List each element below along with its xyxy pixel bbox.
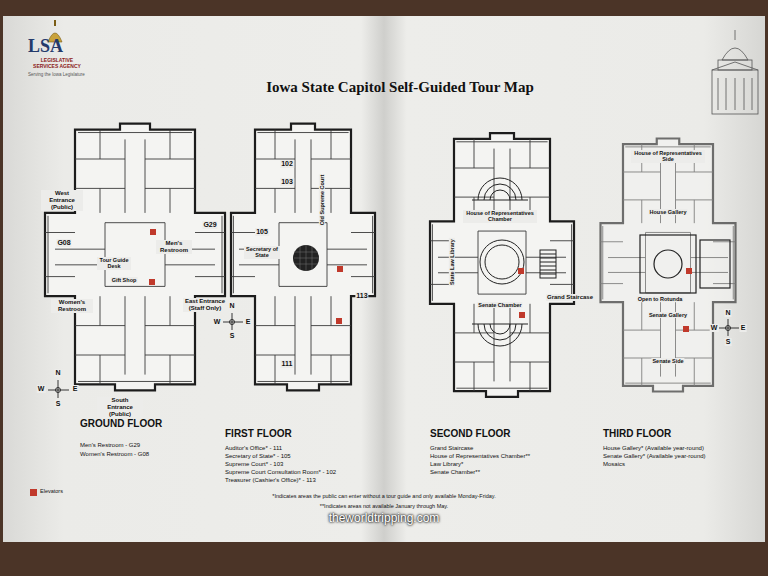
compass-letter: S	[229, 332, 236, 340]
logo-text: LSA	[28, 36, 63, 57]
plan-label: House of Representatives Chamber	[463, 210, 537, 223]
compass-rose	[48, 313, 739, 398]
room-list-item: Men's Restroom - G29	[80, 442, 140, 449]
plan-label: Senate Gallery	[648, 312, 688, 318]
plan-label: Senate Side	[651, 358, 684, 364]
elevator-marker	[149, 229, 692, 332]
plan-label: 105	[255, 228, 269, 236]
floor-heading: GROUND FLOOR	[80, 418, 162, 430]
plan-label: 102	[280, 160, 294, 168]
plan-label: Old Supreme Court	[319, 174, 325, 226]
chamber-seating	[472, 178, 556, 346]
watermark: theworldtripping.com	[329, 512, 440, 526]
ground-floor-plan	[45, 124, 225, 391]
room-list-item: House Gallery* (Available year-round)	[603, 445, 704, 452]
compass-letter: S	[725, 338, 732, 346]
room-list-item: Secretary of State* - 105	[225, 453, 291, 460]
room-list-item: Senate Gallery* (Available year-round)	[603, 453, 706, 460]
floor-heading: THIRD FLOOR	[603, 428, 671, 440]
third-floor-plan	[601, 139, 736, 392]
plan-label: East Entrance (Staff Only)	[183, 298, 227, 312]
compass-letter: S	[55, 400, 62, 408]
compass-letter: E	[72, 385, 79, 393]
map-title: Iowa State Capitol Self-Guided Tour Map	[266, 79, 534, 96]
plan-label: G08	[56, 239, 71, 247]
plan-label: Senate Chamber	[477, 302, 522, 308]
logo-text: Serving the Iowa Legislature	[28, 72, 85, 77]
room-list-item: Grand Staircase	[430, 445, 473, 452]
plan-label: 111	[281, 360, 294, 368]
plan-label: Gift Shop	[111, 277, 138, 283]
compass-letter: W	[37, 385, 46, 393]
plan-label: State Law Library	[449, 238, 455, 286]
footnote: *Indicates areas the public can enter wi…	[272, 493, 495, 499]
compass-letter: E	[245, 318, 252, 326]
legend-label: Elevators	[40, 488, 63, 494]
room-list-item: House of Representatives Chamber**	[430, 453, 530, 460]
plan-label: 113	[355, 292, 368, 300]
plan-label: Tour Guide Desk	[97, 257, 131, 270]
compass-letter: N	[228, 302, 235, 310]
second-floor-plan	[430, 133, 574, 397]
plan-label: Secretary of State	[244, 246, 280, 259]
plan-label: Open to Rotunda	[637, 296, 684, 302]
room-list-item: Auditor's Office* - 111	[225, 445, 282, 452]
room-list-item: Law Library*	[430, 461, 463, 468]
compass-letter: W	[710, 324, 719, 332]
compass-letter: W	[213, 318, 222, 326]
room-list-item: Supreme Court* - 103	[225, 461, 283, 468]
room-list-item: Mosaics	[603, 461, 625, 468]
compass-letter: N	[54, 369, 61, 377]
legend-swatch	[30, 489, 37, 496]
plan-label: Men's Restroom	[156, 240, 192, 254]
room-list-item: Women's Restroom - G08	[80, 451, 149, 458]
room-list-item: Treasurer (Cashier's Office)* - 113	[225, 477, 316, 484]
floor-heading: FIRST FLOOR	[225, 428, 292, 440]
plan-label: Women's Restroom	[51, 299, 93, 313]
compass-letter: N	[724, 309, 731, 317]
plan-label: G29	[202, 221, 217, 229]
room-list-item: Senate Chamber**	[430, 469, 480, 476]
first-floor-plan	[231, 124, 375, 391]
gallery-outline	[640, 235, 730, 293]
footnote: **Indicates areas not available January …	[320, 503, 448, 509]
plan-label: Grand Staircase	[546, 294, 594, 301]
plan-label: House of Representatives Side	[631, 150, 705, 163]
plan-label: House Gallery	[649, 209, 688, 215]
plan-label: 103	[280, 178, 294, 186]
rotunda-floor	[293, 245, 319, 271]
plan-label: South Entrance (Public)	[97, 397, 143, 418]
compass-letter: E	[740, 324, 747, 332]
logo-text: LEGISLATIVE SERVICES AGENCY	[28, 58, 86, 70]
plan-label: West Entrance (Public)	[41, 190, 83, 211]
room-list-item: Supreme Court Consultation Room* - 102	[225, 469, 336, 476]
floor-heading: SECOND FLOOR	[430, 428, 511, 440]
capitol-icon	[712, 30, 758, 114]
